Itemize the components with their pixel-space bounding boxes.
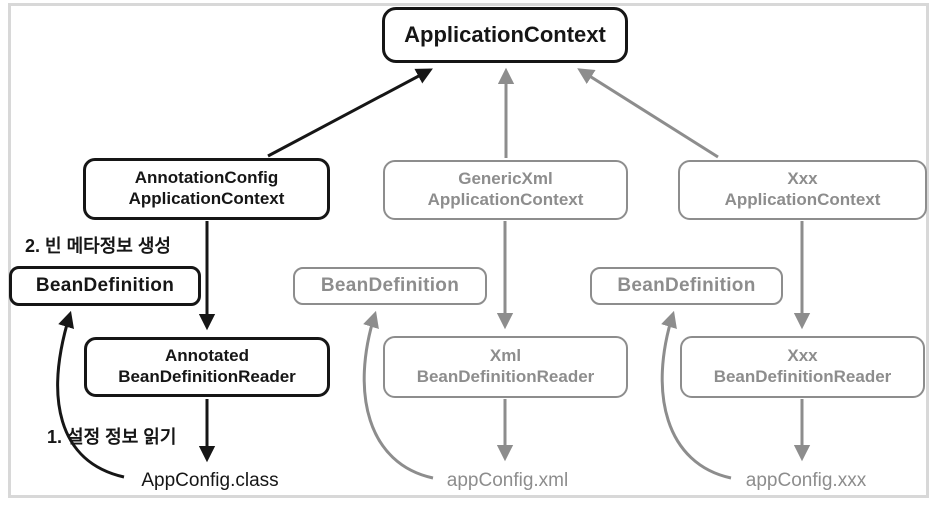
reader-label-line1: Xml	[489, 346, 522, 366]
arrow-appconfig-xxx-to-beandefinition	[660, 310, 732, 480]
reader-label-line2: BeanDefinitionReader	[118, 367, 296, 386]
beandefinition-label: BeanDefinition	[320, 275, 460, 297]
xxx-applicationcontext-box: Xxx ApplicationContext	[678, 160, 927, 220]
appconfig-xml-label: appConfig.xml	[425, 470, 590, 492]
applicationcontext-label: ApplicationContext	[404, 21, 606, 47]
xxx-beandefinitionreader-box: Xxx BeanDefinitionReader	[680, 336, 925, 398]
arrow-annotationconfig-to-applicationcontext	[267, 68, 433, 158]
genericxml-applicationcontext-box: GenericXml ApplicationContext	[383, 160, 628, 220]
beandefinition-box-annotation: BeanDefinition	[9, 266, 201, 306]
context-label-line1: GenericXml	[458, 169, 553, 189]
reader-label-line1: Annotated	[164, 346, 250, 366]
context-label-line2: ApplicationContext	[427, 190, 584, 209]
config-source-text: appConfig.xml	[446, 470, 569, 491]
step1-text: 1. 설정 정보 읽기	[47, 427, 177, 447]
beandefinition-box-xxx: BeanDefinition	[590, 267, 783, 305]
xml-beandefinitionreader-box: Xml BeanDefinitionReader	[383, 336, 628, 398]
annotationconfig-applicationcontext-box: AnnotationConfig ApplicationContext	[83, 158, 330, 220]
beandefinition-label: BeanDefinition	[617, 275, 756, 297]
diagram-border	[8, 3, 929, 498]
arrow-xxxcontext-to-applicationcontext	[577, 68, 719, 159]
applicationcontext-box: ApplicationContext	[382, 7, 628, 63]
step2-text: 2. 빈 메타정보 생성	[25, 236, 171, 256]
context-label-line2: ApplicationContext	[128, 189, 285, 208]
step1-annotation: 1. 설정 정보 읽기	[47, 423, 176, 449]
annotated-beandefinitionreader-box: Annotated BeanDefinitionReader	[84, 337, 330, 397]
beandefinition-box-xml: BeanDefinition	[293, 267, 487, 305]
appconfig-class-label: AppConfig.class	[125, 470, 295, 492]
reader-label-line1: Xxx	[787, 346, 818, 366]
config-source-text: AppConfig.class	[141, 470, 279, 491]
step2-annotation: 2. 빈 메타정보 생성	[25, 232, 171, 258]
config-source-text: appConfig.xxx	[745, 470, 867, 491]
appconfig-xxx-label: appConfig.xxx	[726, 470, 886, 492]
beandefinition-label: BeanDefinition	[35, 275, 175, 297]
context-label-line2: ApplicationContext	[724, 190, 881, 209]
reader-label-line2: BeanDefinitionReader	[416, 367, 595, 386]
reader-label-line2: BeanDefinitionReader	[713, 367, 892, 386]
context-label-line1: AnnotationConfig	[134, 168, 279, 188]
context-label-line1: Xxx	[787, 169, 818, 189]
arrow-appconfig-class-to-beandefinition	[56, 310, 125, 479]
arrow-appconfig-xml-to-beandefinition	[362, 310, 434, 480]
